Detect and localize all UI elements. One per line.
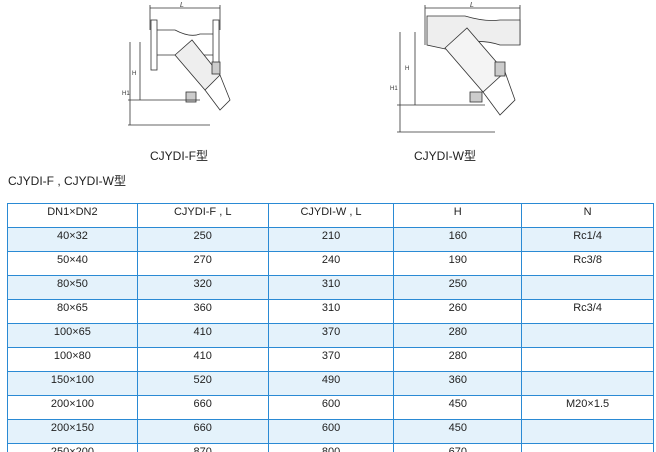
table-cell: 250 (393, 275, 523, 300)
table-cell: 490 (267, 371, 395, 396)
svg-text:H: H (405, 66, 409, 72)
table-cell: 260 (393, 299, 523, 324)
table-cell: 40×32 (7, 227, 138, 252)
table-cell: 100×65 (7, 323, 138, 348)
table-cell (521, 443, 654, 452)
table-cell: 240 (267, 251, 395, 276)
table-cell: 370 (267, 323, 395, 348)
table-cell: 450 (393, 419, 523, 444)
table-cell: 280 (393, 323, 523, 348)
table-cell: 270 (136, 251, 269, 276)
table-cell: 410 (136, 323, 269, 348)
column-header: CJYDI-F , L (136, 203, 269, 228)
svg-text:L: L (470, 2, 474, 9)
table-cell: 360 (393, 371, 523, 396)
table-cell (521, 419, 654, 444)
table-cell: 50×40 (7, 251, 138, 276)
table-cell: 160 (393, 227, 523, 252)
svg-text:L: L (180, 2, 184, 9)
table-cell (521, 275, 654, 300)
table-cell: 200×100 (7, 395, 138, 420)
table-cell: 310 (267, 275, 395, 300)
table-cell: M20×1.5 (521, 395, 654, 420)
section-title: CJYDI-F , CJYDI-W型 (8, 174, 126, 188)
table-cell: 280 (393, 347, 523, 372)
table-cell: 800 (267, 443, 395, 452)
column-header: N (521, 203, 654, 228)
svg-text:H1: H1 (122, 91, 130, 97)
cjydi-f-drawing: L H H1 (122, 2, 231, 126)
table-cell: 210 (267, 227, 395, 252)
table-cell: 250×200 (7, 443, 138, 452)
table-cell: 100×80 (7, 347, 138, 372)
table-cell: 600 (267, 419, 395, 444)
column-header: H (393, 203, 523, 228)
cjydi-w-drawing: L H H1 (390, 2, 521, 133)
svg-text:H1: H1 (390, 86, 398, 92)
table-cell: 670 (393, 443, 523, 452)
table-cell: 250 (136, 227, 269, 252)
table-cell: 320 (136, 275, 269, 300)
column-header: CJYDI-W , L (267, 203, 395, 228)
table-cell: 660 (136, 419, 269, 444)
table-cell: 310 (267, 299, 395, 324)
table-cell (521, 347, 654, 372)
table-cell: 360 (136, 299, 269, 324)
table-cell: 150×100 (7, 371, 138, 396)
table-cell: 660 (136, 395, 269, 420)
table-cell: Rc3/8 (521, 251, 654, 276)
table-cell: 520 (136, 371, 269, 396)
svg-text:H: H (132, 71, 136, 77)
table-cell: 870 (136, 443, 269, 452)
table-cell: 600 (267, 395, 395, 420)
table-cell: 370 (267, 347, 395, 372)
table-cell (521, 371, 654, 396)
table-cell: 200×150 (7, 419, 138, 444)
table-cell: 410 (136, 347, 269, 372)
table-cell: 190 (393, 251, 523, 276)
table-cell: 80×65 (7, 299, 138, 324)
table-cell (521, 323, 654, 348)
column-header: DN1×DN2 (7, 203, 138, 228)
table-cell: Rc3/4 (521, 299, 654, 324)
table-cell: 80×50 (7, 275, 138, 300)
figure-caption-w: CJYDI-W型 (414, 149, 476, 163)
table-cell: 450 (393, 395, 523, 420)
figure-caption-f: CJYDI-F型 (150, 149, 208, 163)
table-cell: Rc1/4 (521, 227, 654, 252)
